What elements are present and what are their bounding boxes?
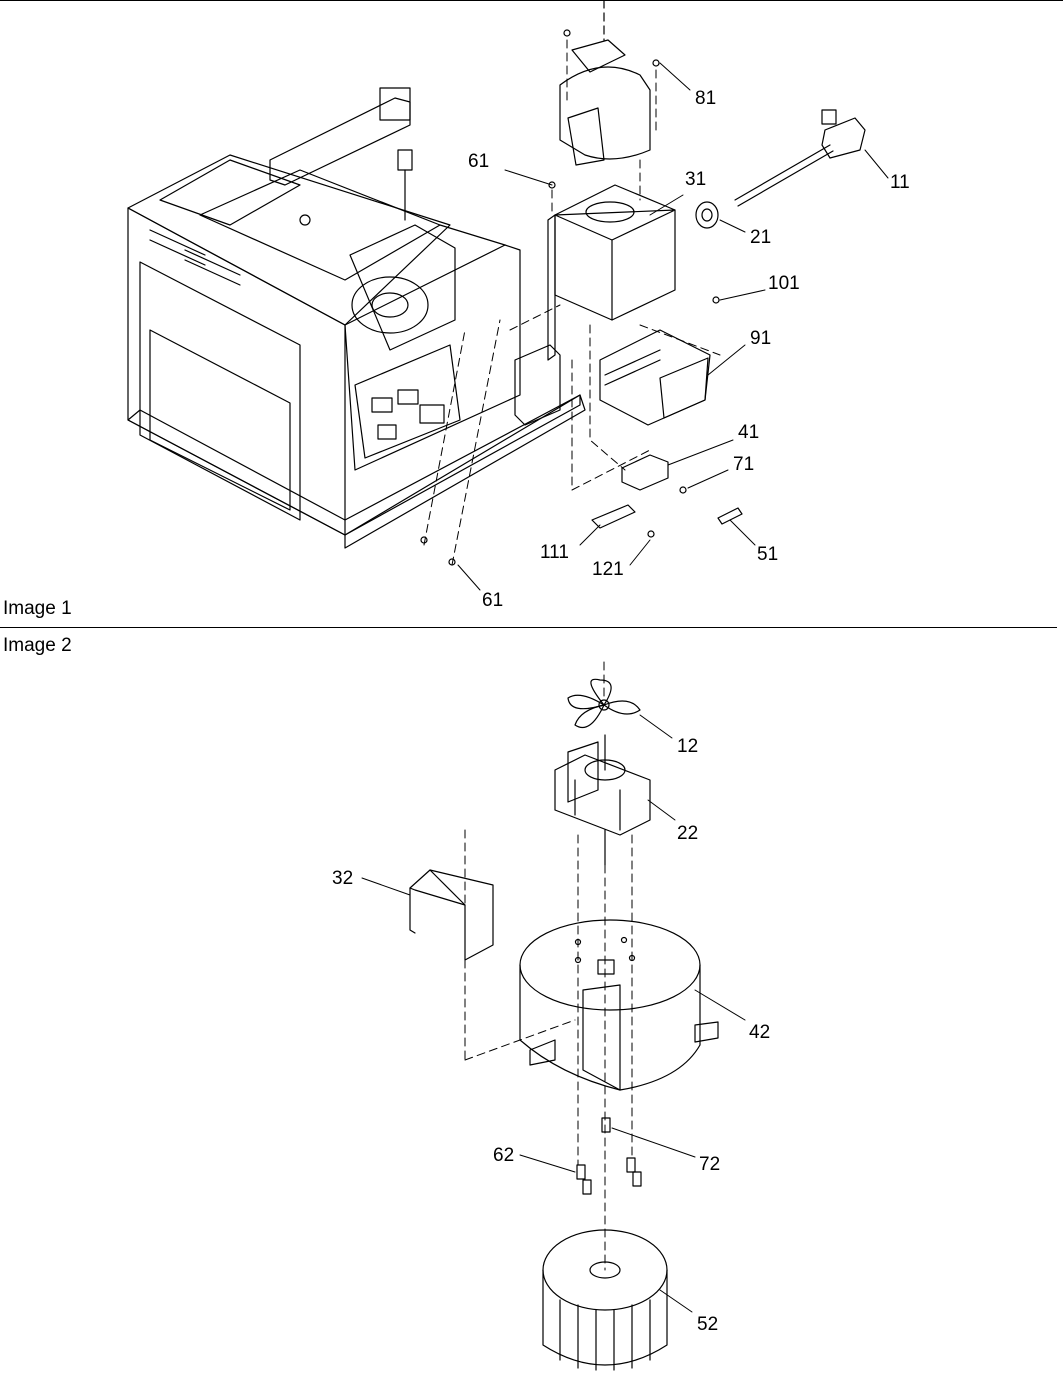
motor-22	[554, 734, 651, 866]
fan-blade-12	[567, 661, 641, 729]
leader-lines-1	[457, 62, 889, 591]
section-label-image-1: Image 1	[3, 598, 72, 619]
air-duct	[547, 184, 676, 361]
callout-121: 121	[592, 559, 624, 580]
callout-labels: 11 21 31 41 51 61 61 71 81 91 101 111 12…	[332, 88, 910, 1335]
callout-61-top: 61	[468, 151, 489, 172]
callout-41: 41	[738, 422, 759, 443]
callout-11: 11	[890, 172, 910, 193]
callout-42: 42	[749, 1022, 770, 1043]
callout-62: 62	[493, 1145, 514, 1166]
small-parts	[420, 29, 743, 566]
part-11-rod	[734, 109, 866, 207]
oven-cabinet	[127, 87, 586, 549]
thermal-cutout-bracket	[599, 329, 711, 426]
callout-61-bottom: 61	[482, 590, 503, 611]
callout-81: 81	[695, 88, 716, 109]
callout-32: 32	[332, 868, 353, 889]
duct-cover-32	[409, 869, 494, 961]
callout-71: 71	[733, 454, 754, 475]
part-21-grommet	[695, 201, 719, 229]
blower-assembly	[559, 0, 651, 166]
assembly-lines-2	[464, 829, 633, 1271]
callout-111: 111	[540, 542, 569, 563]
callout-31: 31	[685, 169, 706, 190]
callout-21: 21	[750, 227, 771, 248]
section-divider	[0, 627, 1057, 628]
callout-51: 51	[757, 544, 778, 565]
callout-101: 101	[768, 273, 800, 294]
callout-72: 72	[699, 1154, 720, 1175]
section-label-image-2: Image 2	[3, 635, 72, 656]
callout-91: 91	[750, 328, 771, 349]
blower-housing-42	[519, 919, 719, 1091]
top-rule	[0, 0, 1063, 1]
leader-lines-2	[361, 714, 746, 1313]
callout-12: 12	[677, 736, 698, 757]
callout-52: 52	[697, 1314, 718, 1335]
blower-wheel-52	[542, 1229, 668, 1371]
screws-62-72	[576, 1117, 642, 1195]
callout-22: 22	[677, 823, 698, 844]
assembly-lines-1	[423, 39, 721, 566]
